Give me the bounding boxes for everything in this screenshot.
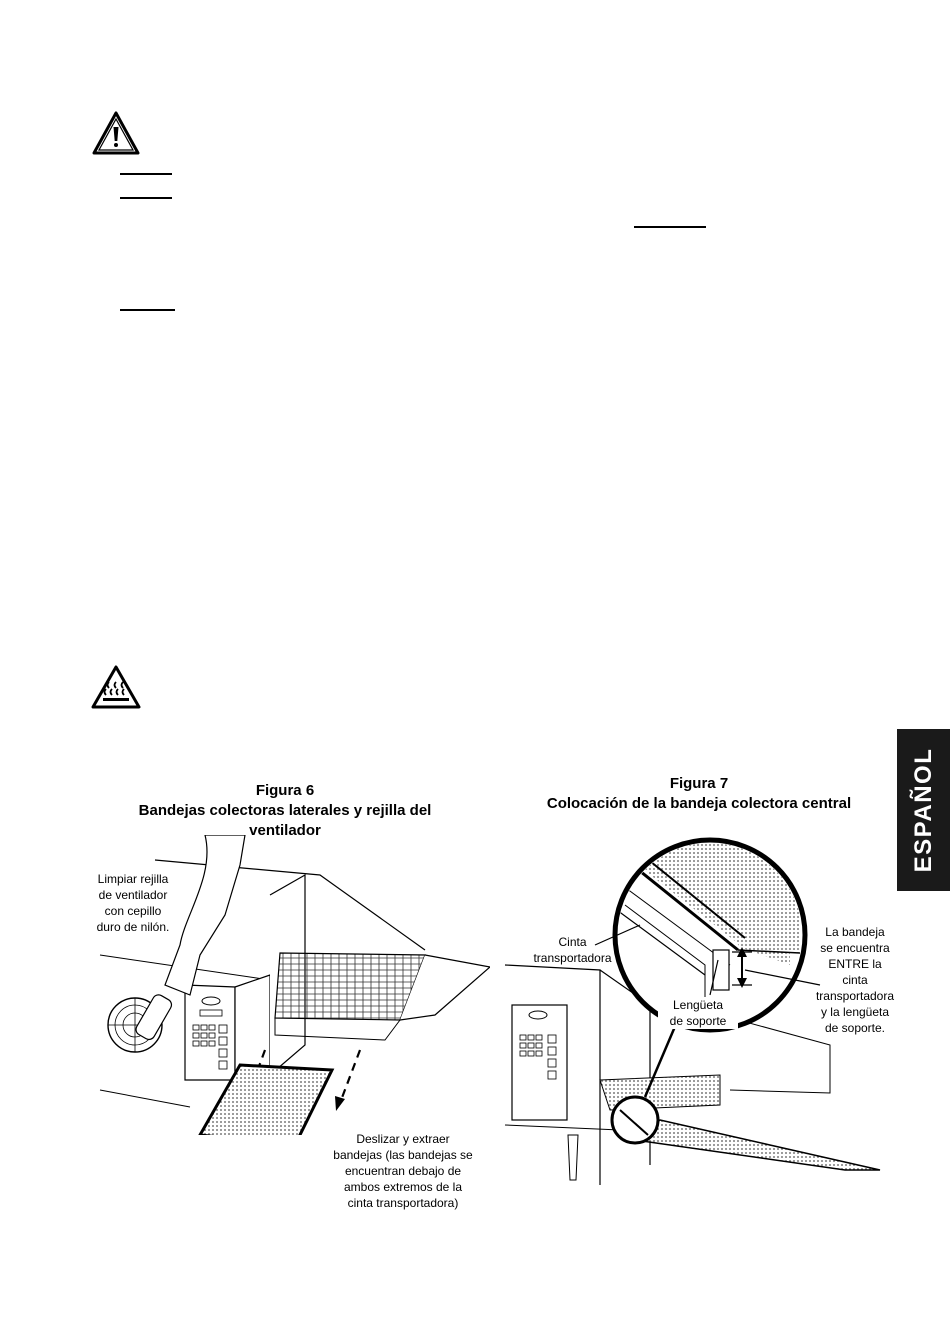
warning-triangle-icon	[92, 111, 140, 155]
underline-1	[120, 173, 172, 175]
figure7-callout-tab: Lengüeta de soporte	[658, 997, 738, 1029]
figure6-title-line2: ventilador	[249, 822, 321, 839]
figure6-number: Figura 6	[255, 782, 315, 799]
figure7-caption: Figura 7 Colocación de la bandeja colect…	[519, 774, 879, 814]
figure7-illustration	[504, 837, 881, 1185]
underline-2	[120, 197, 172, 199]
figure6-callout-grille: Limpiar rejilla de ventilador con cepill…	[96, 872, 170, 934]
underline-4	[120, 309, 175, 311]
language-tab-label: ESPAÑOL	[909, 747, 937, 873]
underline-3	[634, 226, 706, 228]
figure7-title: Colocación de la bandeja colectora centr…	[546, 795, 852, 812]
figure7-number: Figura 7	[669, 775, 729, 792]
figure6-title-line1: Bandejas colectoras laterales y rejilla …	[138, 802, 432, 819]
figure7-callout-between: La bandeja se encuentra ENTRE la cinta t…	[815, 925, 895, 1035]
figure7-callout-belt: Cinta transportadora	[533, 935, 612, 965]
language-tab: ESPAÑOL	[897, 729, 950, 891]
figure6-caption: Figura 6 Bandejas colectoras laterales y…	[110, 781, 460, 841]
figure6-callout-trays: Deslizar y extraer bandejas (las bandeja…	[333, 1132, 473, 1210]
hot-surface-icon	[91, 665, 141, 709]
figure6-illustration	[99, 835, 490, 1135]
